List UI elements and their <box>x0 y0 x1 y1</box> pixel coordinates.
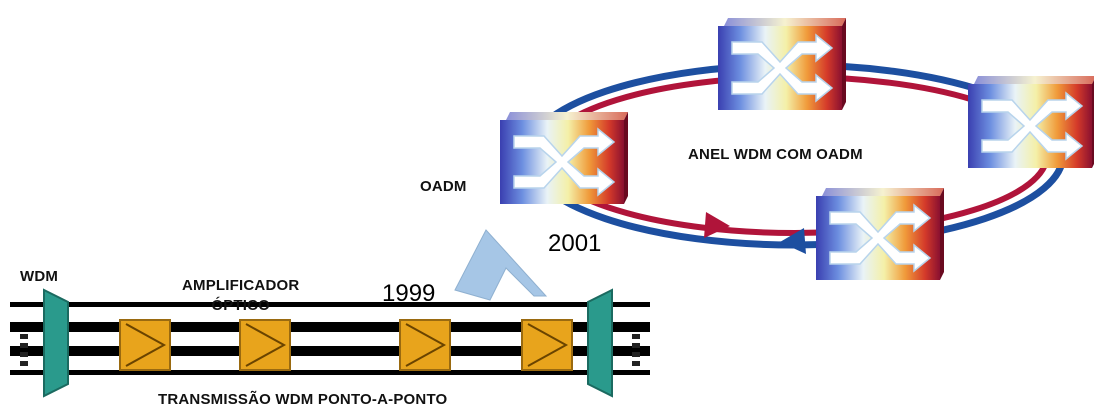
amplifier-icon <box>399 319 451 371</box>
oadm-label: OADM <box>420 178 467 195</box>
ring-red-direction-arrow <box>704 212 730 238</box>
oadm-switch-icon <box>717 17 847 111</box>
oadm-switch-icon <box>499 111 629 205</box>
amplifier-icon <box>521 319 573 371</box>
year-2001-label: 2001 <box>548 230 602 257</box>
transmission-label: TRANSMISSÃO WDM PONTO-A-PONTO <box>158 391 448 408</box>
amplifier-label-line1: AMPLIFICADOR <box>182 277 300 294</box>
point-to-point-link <box>10 288 650 398</box>
year-1999-label: 1999 <box>382 280 436 307</box>
oadm-switch-icon <box>815 187 945 281</box>
amplifier-label: AMPLIFICADOR ÓPTICO <box>182 276 299 316</box>
ring-blue-direction-arrow <box>780 228 806 254</box>
evolution-arrow-icon <box>454 229 548 301</box>
amplifier-label-line2: ÓPTICO <box>211 297 271 314</box>
amplifier-icon <box>119 319 171 371</box>
amplifier-icon <box>239 319 291 371</box>
wdm-terminal-icon <box>587 288 613 398</box>
ring-label: ANEL WDM COM OADM <box>688 146 863 163</box>
wdm-terminal-icon <box>43 288 69 398</box>
oadm-switch-icon <box>967 75 1094 169</box>
wdm-label: WDM <box>20 268 59 285</box>
